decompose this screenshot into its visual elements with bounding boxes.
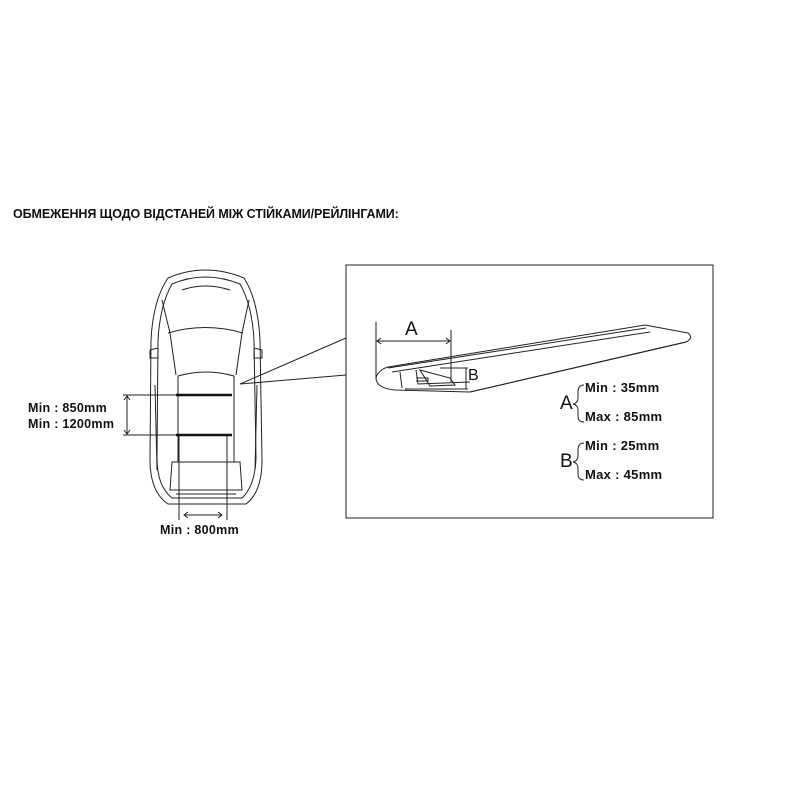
roof-bars xyxy=(176,393,232,437)
dimension-b-label: B xyxy=(468,367,479,384)
width-dimension-lines xyxy=(178,436,228,520)
dimension-b-lines xyxy=(405,367,468,390)
spec-a-letter: A xyxy=(560,393,573,414)
dimension-a-label: A xyxy=(405,319,418,340)
length-min-1200-label: Min : 1200mm xyxy=(28,417,115,431)
spec-a-min: Min : 35mm xyxy=(585,380,660,395)
spec-b-min: Min : 25mm xyxy=(585,438,660,453)
length-min-850-label: Min : 850mm xyxy=(28,401,108,415)
brace-b-icon xyxy=(572,442,585,481)
width-min-800-label: Min : 800mm xyxy=(160,523,240,537)
page-title: ОБМЕЖЕННЯ ЩОДО ВІДСТАНЕЙ МІЖ СТІЙКАМИ/РЕ… xyxy=(13,207,399,221)
length-dimension-lines xyxy=(123,394,176,436)
leader-lines xyxy=(239,337,347,385)
dimension-a-lines xyxy=(375,322,452,382)
roof-bar-profile xyxy=(375,324,692,393)
spec-b-letter: B xyxy=(560,451,573,472)
detail-box xyxy=(345,264,714,519)
car-top-view xyxy=(149,269,263,505)
brace-a-icon xyxy=(572,384,585,423)
spec-a-max: Max : 85mm xyxy=(585,409,663,424)
spec-b-max: Max : 45mm xyxy=(585,467,663,482)
